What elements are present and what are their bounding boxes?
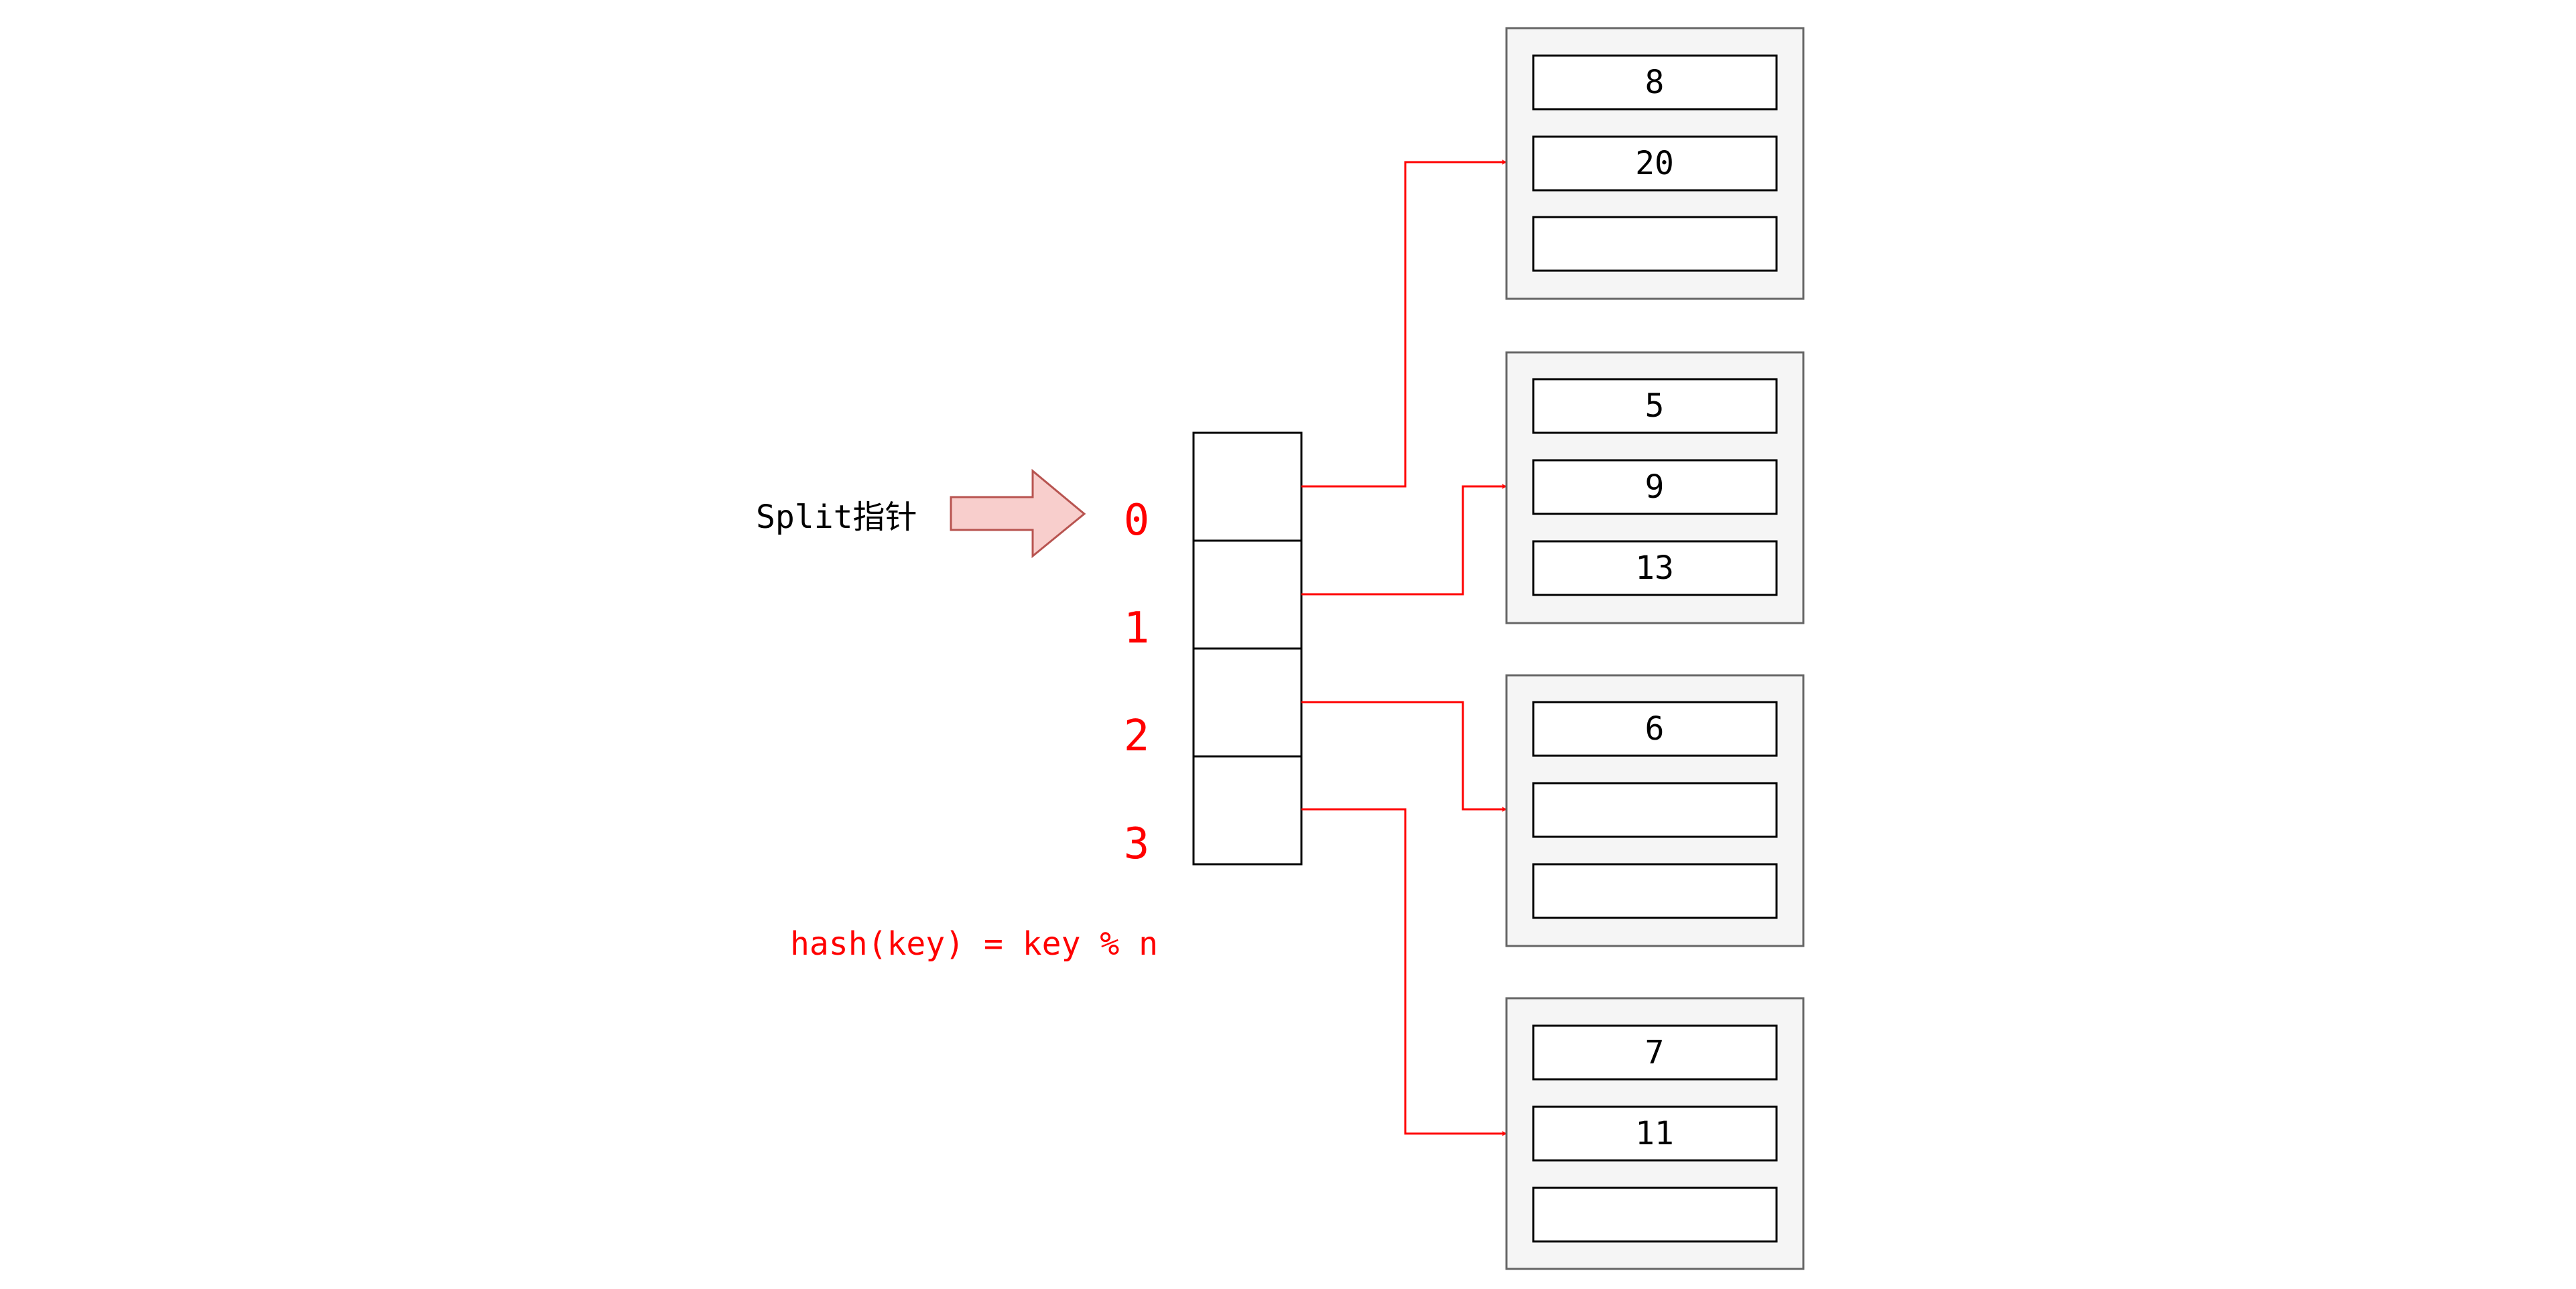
bucket-1-cell-0 bbox=[1532, 378, 1778, 434]
bucket-0-cell-2 bbox=[1532, 216, 1778, 272]
bucket-2: 6 bbox=[1505, 674, 1805, 947]
bucket-1-cell-2 bbox=[1532, 540, 1778, 596]
bucket-array bbox=[1192, 431, 1303, 866]
bucket-2-cell-0 bbox=[1532, 701, 1778, 757]
connector-0 bbox=[1301, 159, 1507, 488]
array-slot-1 bbox=[1192, 539, 1303, 650]
bucket-3: 7 11 bbox=[1505, 997, 1805, 1270]
bucket-3-cell-0 bbox=[1532, 1024, 1778, 1081]
connector-3 bbox=[1301, 808, 1507, 1136]
bucket-3-cell-1 bbox=[1532, 1105, 1778, 1162]
array-slot-0 bbox=[1192, 431, 1303, 542]
bucket-3-cell-0-value: 7 bbox=[1645, 1034, 1665, 1071]
bucket-0: 8 20 bbox=[1505, 27, 1805, 300]
connector-2 bbox=[1301, 701, 1507, 812]
array-slot-2 bbox=[1192, 647, 1303, 758]
bucket-1-cell-1 bbox=[1532, 459, 1778, 515]
connector-1 bbox=[1301, 484, 1507, 596]
bucket-1-cell-0-value: 5 bbox=[1645, 387, 1665, 425]
bucket-0-cell-0 bbox=[1532, 54, 1778, 111]
bucket-0-cell-1 bbox=[1532, 135, 1778, 192]
bucket-0-cell-1-value: 20 bbox=[1635, 145, 1674, 182]
bucket-1-cell-2-value: 13 bbox=[1635, 549, 1674, 587]
split-pointer-arrow-icon bbox=[950, 468, 1086, 559]
connectors bbox=[1301, 159, 1507, 1136]
bucket-2-cell-0-value: 6 bbox=[1645, 710, 1665, 748]
bucket-0-cell-0-value: 8 bbox=[1645, 64, 1665, 101]
array-index-3: 3 bbox=[1124, 819, 1150, 869]
array-index-1: 1 bbox=[1124, 604, 1150, 653]
bucket-3-cell-2 bbox=[1532, 1186, 1778, 1243]
bucket-1-cell-1-value: 9 bbox=[1645, 468, 1665, 506]
split-pointer-label: Split指针 bbox=[756, 498, 917, 536]
bucket-2-cell-1 bbox=[1532, 782, 1778, 838]
hash-formula: hash(key) = key % n bbox=[790, 925, 1158, 963]
bucket-1: 5 9 13 bbox=[1505, 351, 1805, 624]
array-index-0: 0 bbox=[1124, 496, 1150, 545]
array-index-2: 2 bbox=[1124, 711, 1150, 761]
bucket-3-cell-1-value: 11 bbox=[1635, 1115, 1674, 1152]
bucket-2-cell-2 bbox=[1532, 863, 1778, 919]
array-slot-3 bbox=[1192, 755, 1303, 866]
